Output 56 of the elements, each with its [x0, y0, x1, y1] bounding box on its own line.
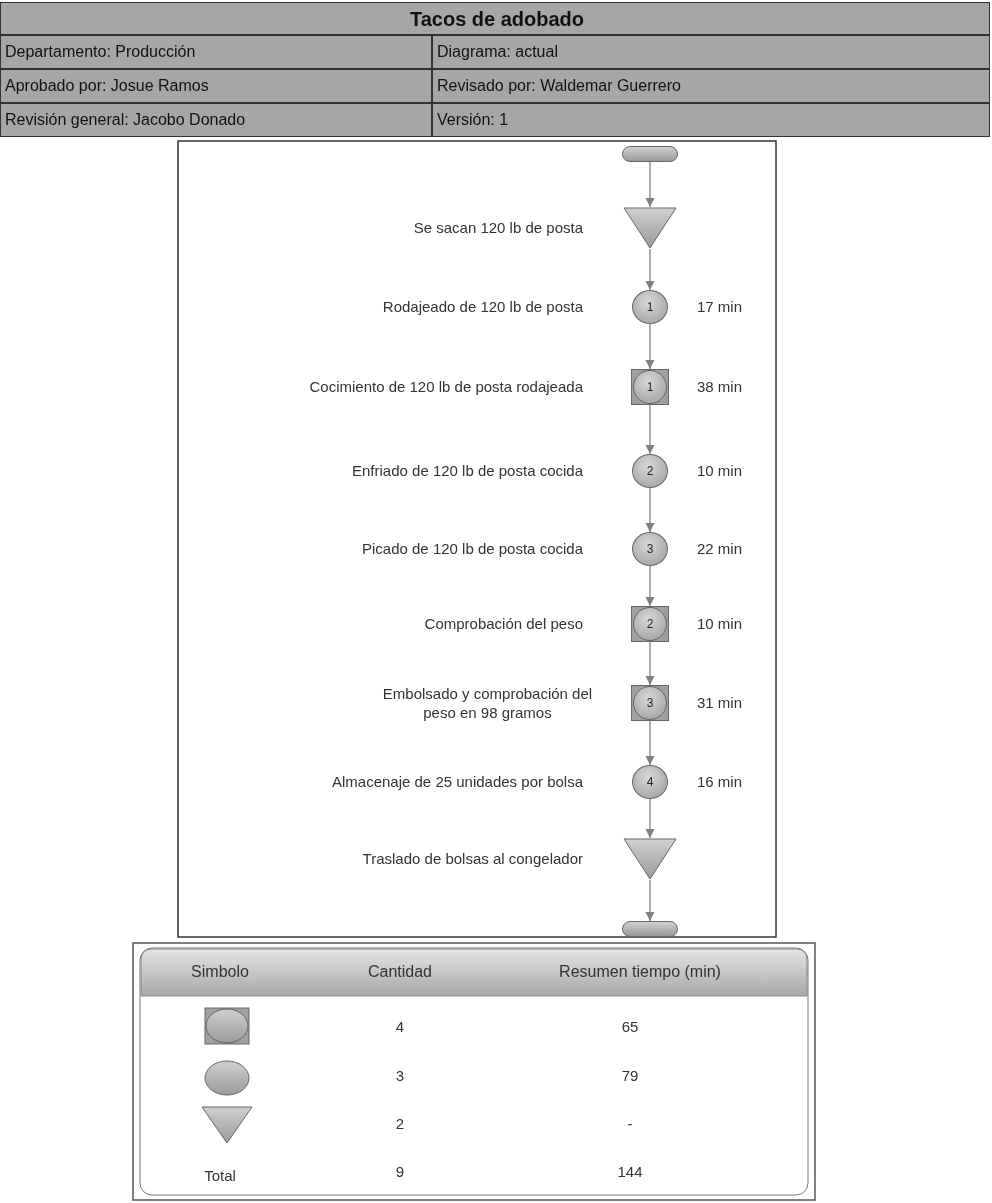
table-value: 4 — [394, 1017, 406, 1037]
operation-circle: 4 — [632, 765, 668, 799]
header-field: Aprobado por: Josue Ramos — [0, 69, 432, 103]
title-cell: Tacos de adobado — [0, 2, 990, 35]
arrow — [645, 720, 655, 766]
header-field: Revisión general: Jacobo Donado — [0, 103, 432, 137]
triangle-symbol — [623, 838, 677, 880]
header-field: Diagrama: actual — [432, 35, 990, 69]
column-header: Cantidad — [366, 962, 433, 982]
inspection-operation-symbol: 2 — [631, 606, 669, 642]
table-value: 144 — [616, 1162, 644, 1182]
table-value: - — [626, 1114, 634, 1134]
arrow — [645, 161, 655, 208]
step-description: Rodajeado de 120 lb de posta — [381, 297, 583, 316]
arrow — [645, 641, 655, 686]
arrow — [645, 565, 655, 607]
step-duration: 31 min — [697, 693, 743, 712]
inspection-operation-symbol: 3 — [631, 685, 669, 721]
table-value: Total — [203, 1166, 237, 1186]
column-header: Resumen tiempo (min) — [558, 962, 722, 982]
step-duration: 10 min — [697, 461, 743, 480]
arrow — [645, 248, 655, 291]
arrow — [645, 487, 655, 533]
header-field: Revisado por: Waldemar Guerrero — [432, 69, 990, 103]
step-description: Cocimiento de 120 lb de posta rodajeada — [308, 377, 583, 396]
step-duration: 22 min — [697, 539, 743, 558]
step-description: Traslado de bolsas al congelador — [361, 849, 583, 868]
operation-circle: 2 — [632, 454, 668, 488]
arrow — [645, 323, 655, 370]
step-description: Almacenaje de 25 unidades por bolsa — [331, 772, 583, 791]
table-value: 65 — [620, 1017, 640, 1037]
step-description: Enfriado de 120 lb de posta cocida — [351, 461, 583, 480]
triangle-symbol — [623, 207, 677, 249]
table-value: 9 — [394, 1162, 406, 1182]
arrow — [645, 879, 655, 922]
operation-circle: 3 — [632, 532, 668, 566]
column-header: Simbolo — [190, 962, 250, 982]
step-description: Picado de 120 lb de posta cocida — [361, 539, 583, 558]
inspection-operation-symbol: 1 — [631, 369, 669, 405]
table-value: 79 — [620, 1066, 640, 1086]
header-field: Versión: 1 — [432, 103, 990, 137]
arrow — [645, 798, 655, 839]
terminator-pill — [622, 921, 678, 937]
table-value: 2 — [394, 1114, 406, 1134]
header-field: Departamento: Producción — [0, 35, 432, 69]
arrow — [645, 404, 655, 455]
step-duration: 17 min — [697, 297, 743, 316]
step-duration: 16 min — [697, 772, 743, 791]
terminator-pill — [622, 146, 678, 162]
step-description: Embolsado y comprobación del peso en 98 gramos — [381, 684, 594, 722]
operation-circle: 1 — [632, 290, 668, 324]
step-description: Comprobación del peso — [423, 614, 583, 633]
step-duration: 10 min — [697, 614, 743, 633]
step-duration: 38 min — [697, 377, 743, 396]
step-description: Se sacan 120 lb de posta — [412, 218, 583, 237]
table-value: 3 — [394, 1066, 406, 1086]
